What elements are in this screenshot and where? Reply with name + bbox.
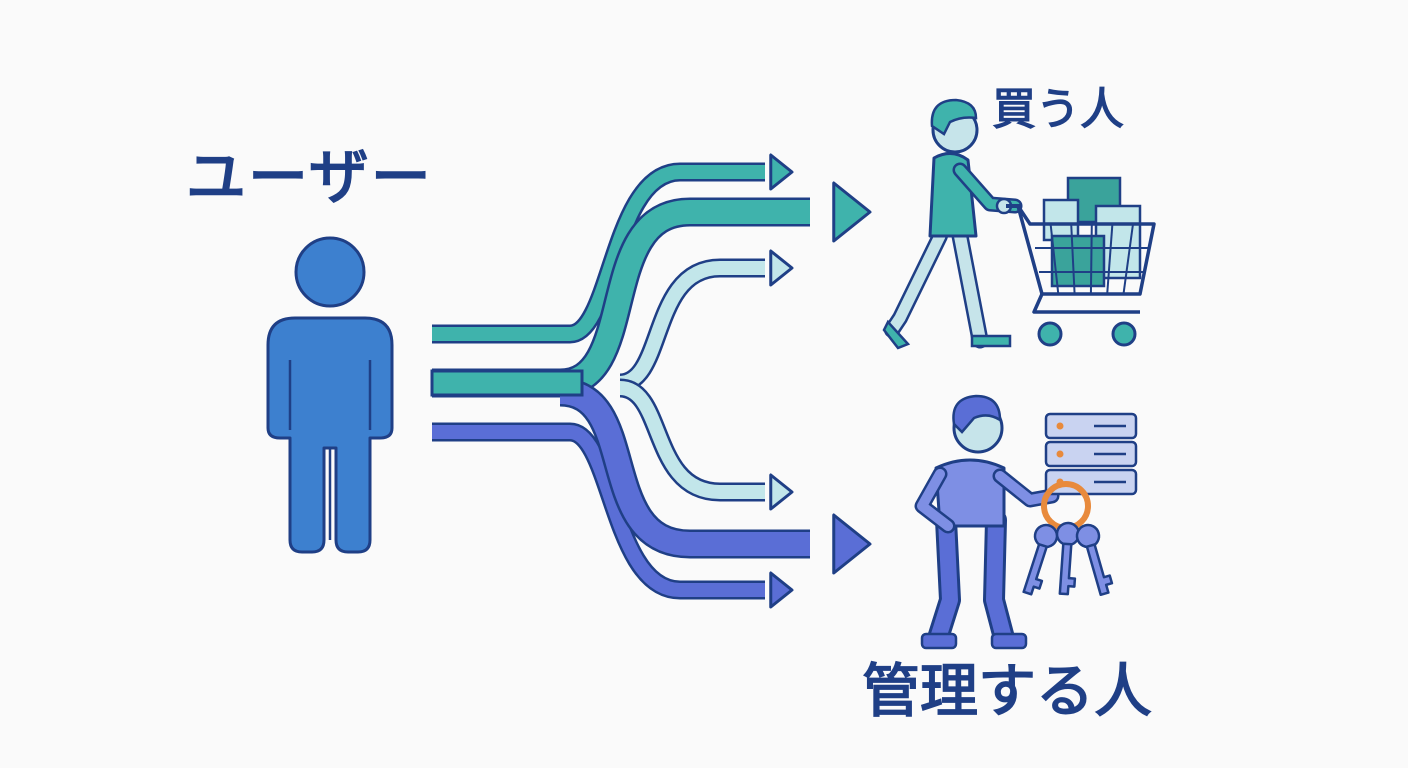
key: [1075, 523, 1114, 597]
arrow-admin-thin-head: [769, 571, 794, 609]
label-user: ユーザー: [186, 143, 433, 213]
arrow-admin-light-head: [769, 473, 794, 511]
admin-shoe-left: [920, 632, 958, 650]
arrow-admin-light: [618, 378, 794, 511]
arrow-buyer-light-head: [769, 249, 794, 287]
cart-grid-vline: [1122, 223, 1134, 295]
buyer-front-leg: [954, 230, 986, 346]
server-unit-body: [1044, 412, 1138, 440]
arrow-admin-thin-body: [432, 425, 765, 597]
arrow-buyer-thin-body: [432, 165, 765, 341]
key-blade: [1085, 543, 1114, 597]
server-led: [1056, 450, 1064, 458]
cart-grid-vline: [1106, 223, 1114, 295]
arrow-admin-light-body: [619, 381, 765, 499]
admin-shoe-right: [990, 632, 1028, 650]
server-unit-body: [1044, 468, 1138, 496]
arrow-admin-main-head: [832, 513, 872, 575]
admin-legs: [930, 512, 1012, 646]
buyer-torso: [928, 152, 978, 238]
buyer-back-shoe: [882, 319, 911, 350]
cart-grid-vline: [1089, 223, 1093, 295]
admin-figure: [914, 394, 1060, 650]
flow-arrows: [430, 153, 872, 609]
buyer-hair: [930, 98, 978, 136]
user-body: [266, 316, 394, 554]
arrow-buyer-main-head: [832, 181, 872, 243]
server-led: [1056, 422, 1064, 430]
label-buyer: 買う人: [992, 84, 1124, 135]
arrow-admin-main-body: [558, 380, 810, 556]
key: [1055, 521, 1081, 596]
cart-grid-vline: [1070, 223, 1076, 295]
arrow-buyer-light: [618, 249, 794, 393]
server-unit-body: [1044, 440, 1138, 468]
arrow-admin-thin: [432, 422, 794, 609]
admin-hair: [952, 394, 1002, 434]
keys-icon: [1022, 481, 1114, 597]
cart-grid-vline: [1049, 223, 1060, 295]
shopping-cart-icon: [1006, 176, 1156, 347]
key-blade: [1058, 542, 1077, 596]
label-admin: 管理する人: [862, 657, 1153, 725]
arrow-buyer-thin-head: [769, 153, 794, 191]
arrow-buyer-thin: [432, 153, 794, 344]
cart-basket: [1016, 204, 1156, 296]
user-head: [294, 236, 366, 308]
user-icon: [266, 236, 394, 554]
cart-wheel-left: [1037, 321, 1063, 347]
buyer-front-shoe: [970, 334, 1012, 348]
arrow-buyer-light-body: [618, 261, 765, 390]
key-blade: [1022, 543, 1048, 596]
admin-torso: [934, 458, 1006, 528]
buyer-figure: [882, 98, 1023, 350]
arrow-trunk: [430, 369, 584, 397]
admin-left-arm: [917, 469, 953, 531]
user-body-lines: [288, 360, 372, 540]
cart-box-front: [1050, 234, 1106, 288]
buyer-back-leg: [886, 230, 946, 336]
server-icon: [1044, 412, 1138, 496]
arrow-admin-main: [558, 377, 872, 575]
server-unit: [1044, 440, 1138, 468]
server-unit: [1044, 412, 1138, 440]
cart-wheel-right: [1111, 321, 1137, 347]
cart-base: [1032, 293, 1140, 314]
cart-box-small: [1042, 198, 1080, 242]
key: [1022, 523, 1059, 596]
